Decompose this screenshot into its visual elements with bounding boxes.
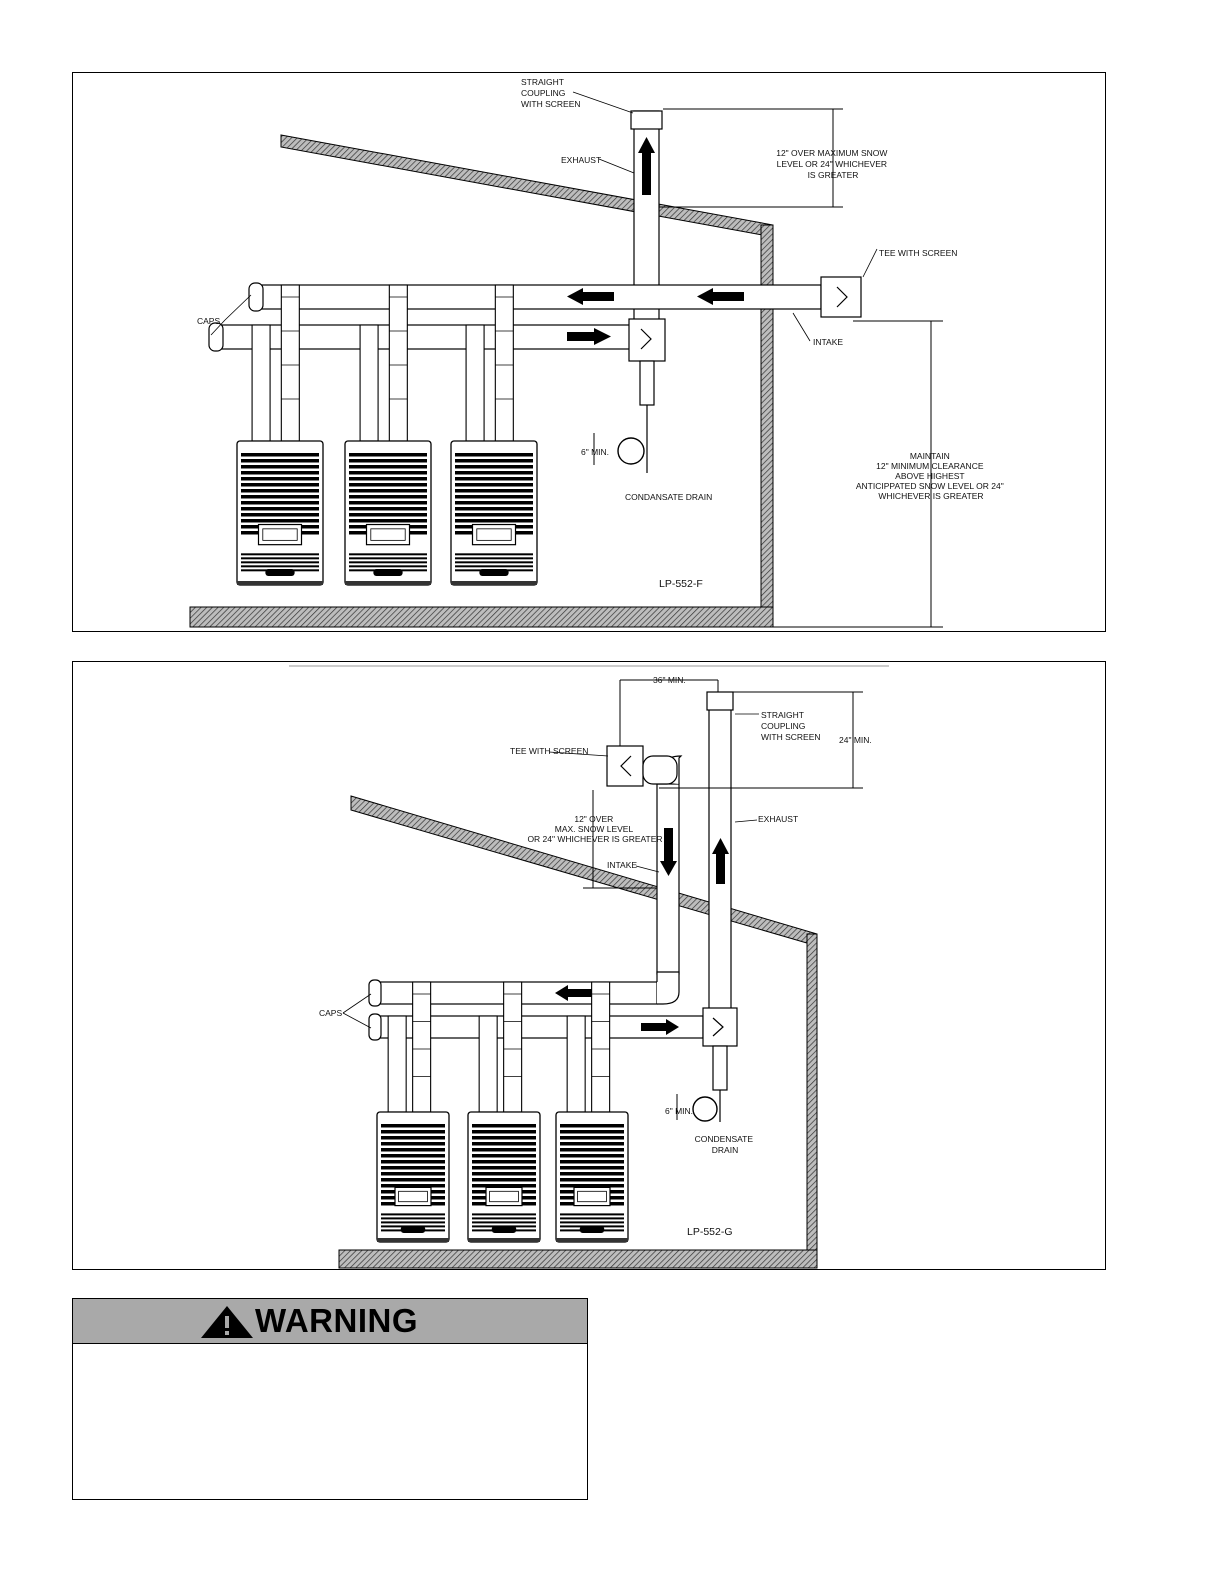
- tee-with-screen: [606, 745, 644, 787]
- exhaust-tee: [628, 318, 666, 362]
- condensate-pipe: [712, 1045, 728, 1091]
- exhaust-flow-arrow: [638, 137, 655, 195]
- intake-flow-arrow: [567, 288, 614, 305]
- cap: [368, 979, 382, 1007]
- intake-flow-arrow: [660, 828, 677, 876]
- intake-flow-arrow: [555, 985, 593, 1001]
- tee-with-screen: [820, 276, 862, 318]
- label-24-min: 24" MIN.: [839, 735, 872, 745]
- warning-triangle-icon: [201, 1306, 253, 1338]
- label-36-min: 36" MIN.: [653, 675, 686, 685]
- cap: [248, 282, 264, 312]
- water-heater-unit: [236, 284, 324, 586]
- water-heater-unit: [376, 981, 450, 1243]
- straight-coupling: [630, 110, 663, 130]
- label-condensate-drain: CONDENSATE DRAIN: [695, 1134, 756, 1155]
- straight-coupling: [706, 691, 734, 711]
- drawing-code: LP-552-F: [659, 578, 703, 590]
- label-straight-coupling: STRAIGHT COUPLING WITH SCREEN: [521, 77, 581, 109]
- wall: [806, 933, 818, 1269]
- floor: [189, 606, 774, 628]
- cap: [368, 1013, 382, 1041]
- elbow: [642, 755, 678, 785]
- venting-diagram-lp-552-f: STRAIGHT COUPLING WITH SCREEN EXHAUST 12…: [72, 72, 1106, 632]
- warning-box: WARNING: [72, 1298, 588, 1500]
- label-exhaust: EXHAUST: [561, 155, 601, 165]
- label-tee-with-screen: TEE WITH SCREEN: [879, 248, 957, 258]
- water-heater-unit: [555, 981, 629, 1243]
- venting-diagram-lp-552-g: 36" MIN. STRAIGHT COUPLING WITH SCREEN 2…: [72, 661, 1106, 1270]
- diagram-g-drawing: 36" MIN. STRAIGHT COUPLING WITH SCREEN 2…: [289, 665, 889, 1269]
- condensate-pipe: [639, 360, 655, 406]
- label-six-min: 6" MIN.: [581, 447, 609, 457]
- label-six-min: 6" MIN.: [665, 1106, 693, 1116]
- diagram-f-drawing: STRAIGHT COUPLING WITH SCREEN EXHAUST 12…: [189, 77, 1006, 628]
- label-intake: INTAKE: [607, 860, 637, 870]
- exhaust-flow-arrow: [567, 328, 611, 345]
- label-straight-coupling: STRAIGHT COUPLING WITH SCREEN: [761, 710, 821, 742]
- floor: [338, 1249, 818, 1269]
- label-exhaust: EXHAUST: [758, 814, 798, 824]
- water-heater-unit: [450, 284, 538, 586]
- label-snow-level: 12" OVER MAX. SNOW LEVEL OR 24" WHICHEVE…: [527, 814, 662, 844]
- roof: [280, 134, 774, 238]
- label-intake: INTAKE: [813, 337, 843, 347]
- water-heater-unit: [344, 284, 432, 586]
- cap: [208, 322, 224, 352]
- label-condensate-drain: CONDANSATE DRAIN: [625, 492, 712, 502]
- label-caps: CAPS: [319, 1008, 342, 1018]
- intake-pipe: [656, 783, 680, 975]
- exhaust-flow-arrow: [712, 838, 729, 884]
- warning-header: WARNING: [73, 1299, 587, 1344]
- exhaust-flow-arrow: [641, 1019, 679, 1035]
- condensate-trap: [617, 437, 645, 465]
- label-maintain-clearance: MAINTAIN 12" MINIMUM CLEARANCE ABOVE HIG…: [856, 451, 1006, 501]
- exhaust-tee: [702, 1007, 738, 1047]
- water-heater-unit: [467, 981, 541, 1243]
- label-caps: CAPS: [197, 316, 220, 326]
- drawing-code: LP-552-G: [687, 1226, 733, 1238]
- condensate-trap: [692, 1096, 718, 1122]
- intake-flow-arrow: [697, 288, 744, 305]
- warning-title: WARNING: [255, 1302, 418, 1339]
- label-tee-with-screen: TEE WITH SCREEN: [510, 746, 588, 756]
- label-snow-clearance: 12" OVER MAXIMUM SNOW LEVEL OR 24" WHICH…: [776, 148, 890, 180]
